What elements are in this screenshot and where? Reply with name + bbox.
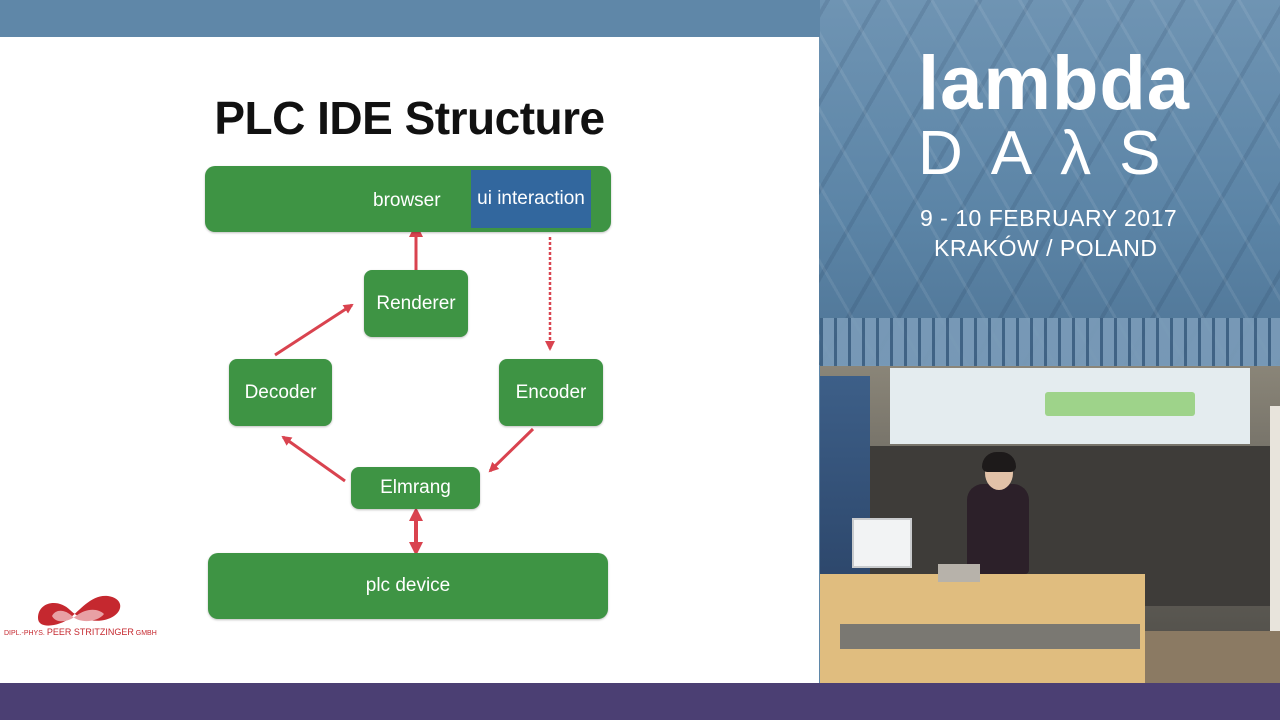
stage-projection-screen <box>890 368 1250 444</box>
stage-floor <box>1145 631 1280 683</box>
stage-banner-right <box>1270 406 1280 656</box>
company-name: DIPL.-PHYS. PEER STRITZINGER GMBH <box>4 627 157 637</box>
stage-camera-feed <box>820 366 1280 683</box>
speaker-body <box>967 484 1029 574</box>
arrow-encoder-to-elmrang <box>488 427 535 473</box>
presentation-slide: PLC IDE Structure browser ui interaction… <box>0 37 819 683</box>
company-logo-icon <box>38 595 121 626</box>
browser-label: browser <box>373 190 441 211</box>
renderer-node: Renderer <box>364 270 468 337</box>
ui-interaction-box: ui interaction <box>471 170 591 228</box>
company-main-name: PEER STRITZINGER <box>46 627 134 637</box>
bridge-railing <box>820 318 1280 366</box>
company-prefix: DIPL.-PHYS. <box>4 630 45 637</box>
elmrang-node: Elmrang <box>351 467 480 509</box>
arrow-decoder-to-renderer <box>274 303 354 357</box>
arrow-elmrang-to-decoder <box>281 435 346 483</box>
conference-location: KRAKÓW / POLAND <box>934 235 1158 261</box>
desk-front-panel <box>840 624 1140 649</box>
conference-name-top: lambda <box>918 41 1191 126</box>
diagram-arrows <box>274 223 555 556</box>
speaker-hair <box>982 452 1016 472</box>
decoder-node: Decoder <box>229 359 332 426</box>
speaker-laptop <box>938 564 980 582</box>
encoder-node: Encoder <box>499 359 603 426</box>
bottom-bar <box>0 683 1280 720</box>
conference-date: 9 - 10 FEBRUARY 2017 <box>920 205 1178 231</box>
backdrop-top-strip <box>0 0 820 37</box>
slide-title: PLC IDE Structure <box>214 92 605 144</box>
plc-device-box: plc device <box>208 553 608 619</box>
stage-monitor <box>852 518 912 568</box>
company-suffix: GMBH <box>135 630 157 637</box>
conference-name-bottom: DAλS <box>918 119 1189 188</box>
stage-banner-left <box>820 376 870 606</box>
